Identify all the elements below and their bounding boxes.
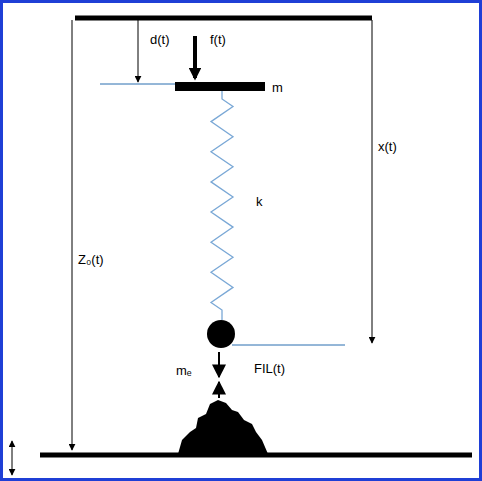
interaction-force-up [218,382,220,398]
mass-plate [175,82,265,91]
x-dimension [372,20,373,343]
sample [178,400,268,454]
base-motion-up [12,441,13,456]
interaction-force-label: FIL(t) [254,362,285,375]
top-support [75,16,372,21]
spring [211,91,233,320]
force-label: f(t) [210,33,226,46]
separation-label: Z₀(t) [78,253,104,266]
effective-mass-label: mₑ [176,364,192,377]
base-motion-down [12,456,13,475]
displacement-label: d(t) [150,33,170,46]
position-label: x(t) [378,140,397,153]
z0-dimension [72,20,73,450]
effective-mass [207,320,235,348]
mass-label: m [272,81,283,94]
d-reference-line [100,84,176,85]
x-reference-line [232,345,345,346]
stiffness-label: k [256,195,263,208]
d-dimension [138,20,139,82]
force-arrow [193,36,197,78]
interaction-force-down [218,352,220,377]
